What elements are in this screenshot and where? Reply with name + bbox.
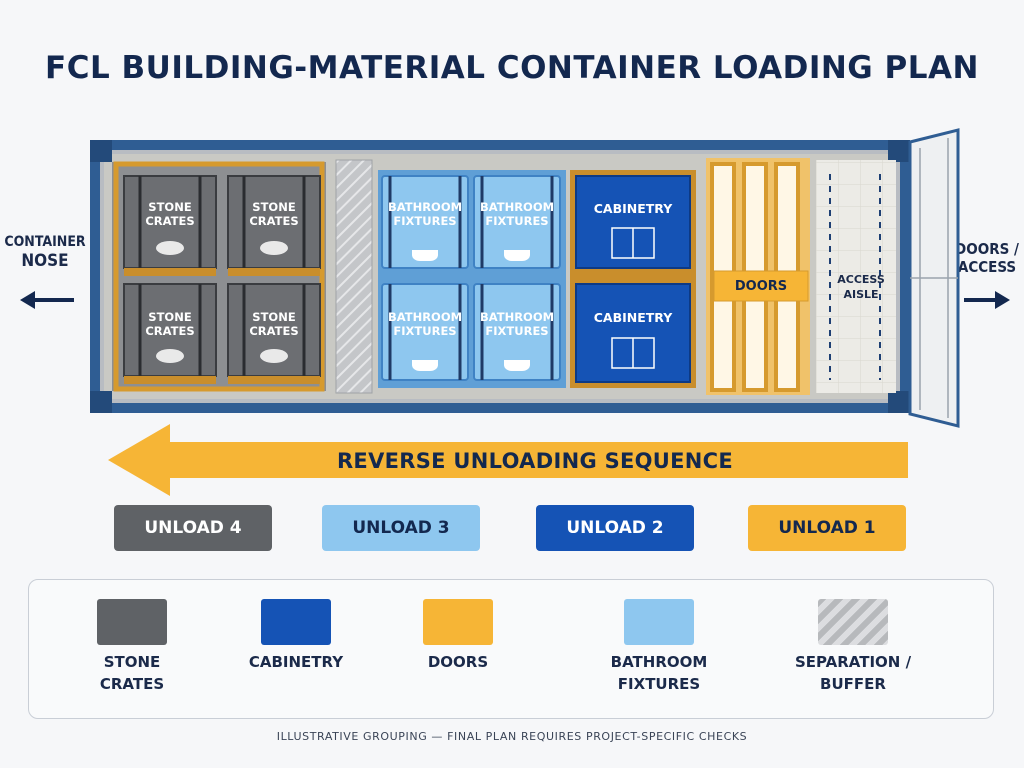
bath-box-2 — [473, 175, 561, 269]
stone-line2: CRATES — [145, 214, 195, 229]
legend-swatch-cabinetry — [261, 599, 331, 645]
stone-line1: STONE — [148, 310, 192, 324]
container-nose-label: CONTAINER NOSE — [4, 234, 86, 271]
page-title: FCL BUILDING-MATERIAL CONTAINER LOADING … — [45, 50, 979, 86]
stone-line2: CRATES — [249, 214, 299, 229]
aisle-line2: AISLE — [843, 287, 879, 301]
bath-box-1 — [381, 175, 469, 269]
bath-line2: FIXTURES — [485, 214, 549, 229]
bath-line1: BATHROOM — [387, 310, 463, 324]
legend-swatch-buffer — [818, 599, 888, 645]
access-aisle-label: ACCESS AISLE — [826, 273, 896, 303]
unload-1-box: UNLOAD 1 — [748, 505, 906, 551]
legend-bath-line2: FIXTURES — [617, 674, 701, 693]
legend-swatch-doors — [423, 599, 493, 645]
open-container-door — [908, 128, 960, 428]
bath-line1: BATHROOM — [387, 200, 463, 214]
container-diagram — [90, 140, 910, 413]
bath-line1: BATHROOM — [479, 310, 555, 324]
legend-label-stone: STONE CRATES — [57, 652, 207, 696]
aisle-line1: ACCESS — [837, 273, 885, 286]
reverse-sequence-label: REVERSE UNLOADING SEQUENCE — [336, 449, 734, 473]
stone-crate-2 — [227, 175, 321, 276]
bath-line2: FIXTURES — [485, 324, 549, 339]
legend-label-buffer: SEPARATION / BUFFER — [778, 652, 928, 696]
legend-swatch-bath — [624, 599, 694, 645]
legend-stone-line2: CRATES — [99, 674, 165, 693]
container-nose-line2: NOSE — [21, 250, 69, 271]
unload-4-box: UNLOAD 4 — [114, 505, 272, 551]
reverse-sequence-arrow — [108, 424, 908, 496]
stone-line2: CRATES — [145, 324, 195, 339]
legend-buffer-line2: BUFFER — [820, 674, 886, 693]
cabinetry-text-1: CABINETRY — [593, 201, 673, 216]
unload-2-box: UNLOAD 2 — [536, 505, 694, 551]
legend-cabinetry-line1: CABINETRY — [248, 653, 344, 671]
bath-line2: FIXTURES — [393, 324, 457, 339]
stone-crate-3 — [123, 283, 217, 384]
legend-label-cabinetry: CABINETRY — [221, 652, 371, 674]
left-arrow-icon — [20, 291, 74, 309]
bath-box-3 — [381, 283, 469, 381]
stone-line1: STONE — [252, 310, 296, 324]
legend-label-doors: DOORS — [383, 652, 533, 674]
legend-stone-line1: STONE — [103, 653, 161, 671]
legend-bath-line1: BATHROOM — [610, 653, 708, 671]
bath-line2: FIXTURES — [393, 214, 457, 229]
right-arrow-icon — [964, 291, 1010, 309]
stone-line1: STONE — [252, 200, 296, 214]
stone-line2: CRATES — [249, 324, 299, 339]
cabinetry-label-1: CABINETRY — [576, 201, 690, 217]
cabinet-2 — [575, 283, 691, 383]
unload-3-box: UNLOAD 3 — [322, 505, 480, 551]
footnote: ILLUSTRATIVE GROUPING — FINAL PLAN REQUI… — [276, 730, 748, 743]
cabinet-1 — [575, 175, 691, 269]
doors-access-label: DOORS / ACCESS — [950, 240, 1024, 276]
container-nose-line1: CONTAINER — [4, 234, 86, 250]
bath-box-4 — [473, 283, 561, 381]
cabinetry-label-2: CABINETRY — [576, 310, 690, 326]
legend-buffer-line1: SEPARATION / — [794, 653, 912, 671]
stone-crate-4 — [227, 283, 321, 384]
cabinetry-text-2: CABINETRY — [593, 310, 673, 325]
legend-label-bath: BATHROOM FIXTURES — [584, 652, 734, 696]
doors-access-line2: ACCESS — [957, 258, 1017, 276]
legend-swatch-stone — [97, 599, 167, 645]
bath-line1: BATHROOM — [479, 200, 555, 214]
stone-line1: STONE — [148, 200, 192, 214]
doors-label: DOORS — [734, 279, 788, 294]
doors-access-line1: DOORS / — [955, 240, 1019, 258]
stone-crate-1 — [123, 175, 217, 276]
legend-doors-line1: DOORS — [427, 653, 489, 671]
